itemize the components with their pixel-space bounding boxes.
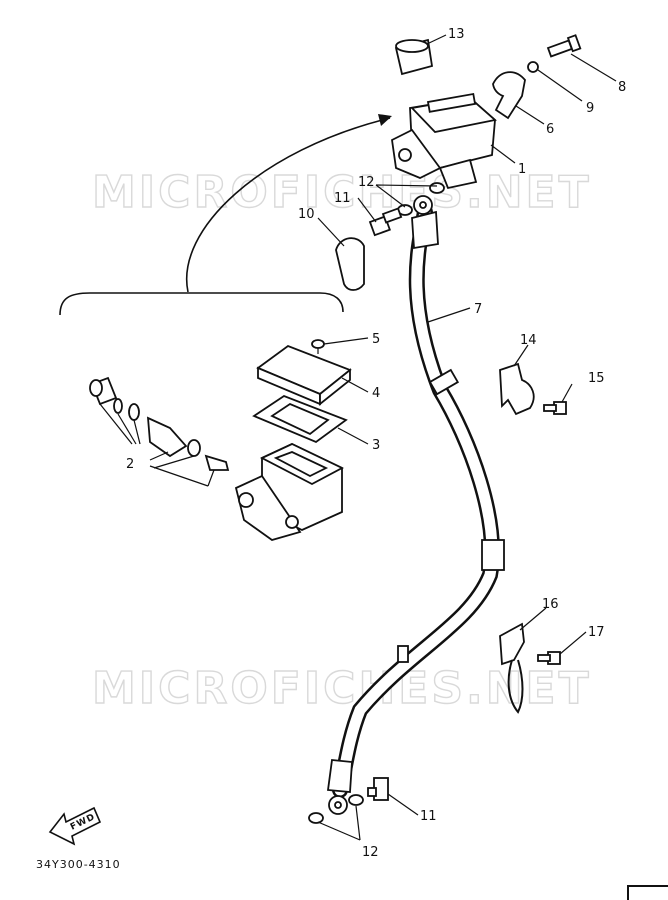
callout-4: 4 bbox=[372, 386, 380, 401]
part-1-master-cylinder bbox=[391, 92, 497, 190]
callout-6: 6 bbox=[546, 122, 554, 137]
watermark-bottom: MICROFICHES.NET bbox=[92, 663, 592, 714]
callout-17: 17 bbox=[588, 625, 605, 640]
fwd-arrow-icon: FWD bbox=[48, 806, 102, 846]
part-12-washer-bottom-b bbox=[348, 794, 364, 806]
part-8-bolt bbox=[546, 34, 582, 58]
callout-14: 14 bbox=[520, 333, 537, 348]
part-17-bolt bbox=[537, 651, 561, 665]
callout-11-bottom: 11 bbox=[420, 809, 437, 824]
part-14-bracket bbox=[499, 362, 535, 416]
callout-16: 16 bbox=[542, 597, 559, 612]
callout-13: 13 bbox=[448, 27, 465, 42]
part-12-washer-top-a bbox=[429, 182, 445, 194]
part-3-diaphragm bbox=[252, 394, 348, 444]
callout-8: 8 bbox=[618, 80, 626, 95]
part-11-union-bolt-bottom bbox=[367, 777, 389, 801]
callout-12-bottom: 12 bbox=[362, 845, 379, 860]
callout-10: 10 bbox=[298, 207, 315, 222]
part-5-screw bbox=[311, 339, 325, 354]
callout-11-top: 11 bbox=[334, 191, 351, 206]
part-4-reservoir-cover bbox=[256, 344, 352, 406]
watermark-top: MICROFICHES.NET bbox=[92, 167, 592, 218]
callout-7: 7 bbox=[474, 302, 482, 317]
diagram-code: 34Y300-4310 bbox=[36, 858, 121, 871]
part-7-brake-hose bbox=[326, 195, 505, 815]
master-cylinder-body-exploded bbox=[234, 443, 344, 541]
exploded-view-bracket bbox=[59, 292, 344, 316]
part-15-bolt bbox=[543, 401, 567, 415]
part-12-washer-bottom-a bbox=[308, 812, 324, 824]
part-6-clamp bbox=[492, 71, 526, 120]
pointer-arc bbox=[185, 117, 391, 293]
part-10-boot bbox=[335, 237, 365, 291]
callout-12-top: 12 bbox=[358, 175, 375, 190]
pointer-arrowhead bbox=[378, 114, 392, 126]
part-13-cap bbox=[394, 38, 434, 76]
part-2-piston-kit bbox=[89, 376, 230, 487]
part-9-washer bbox=[527, 61, 539, 73]
leader-lines bbox=[317, 34, 617, 841]
callout-3: 3 bbox=[372, 438, 380, 453]
callout-5: 5 bbox=[372, 332, 380, 347]
callout-2: 2 bbox=[126, 457, 134, 472]
callout-15: 15 bbox=[588, 371, 605, 386]
part-16-hose-clip bbox=[499, 622, 525, 714]
callout-1: 1 bbox=[518, 162, 526, 177]
corner-mark bbox=[627, 885, 668, 900]
callout-9: 9 bbox=[586, 101, 594, 116]
